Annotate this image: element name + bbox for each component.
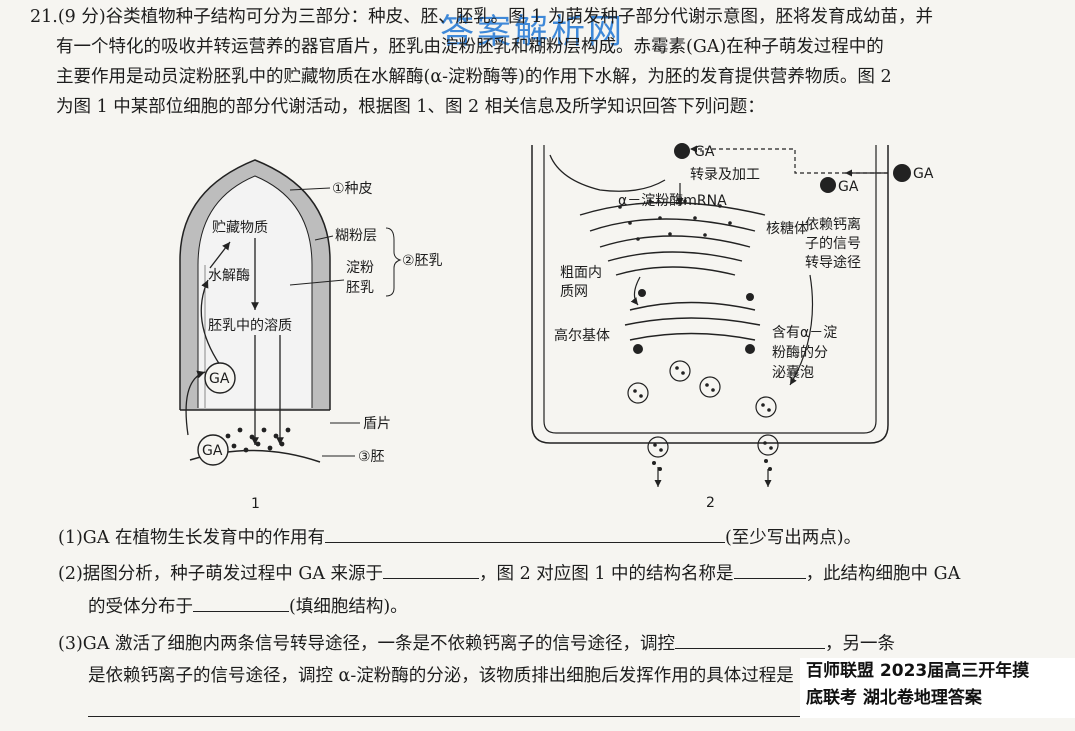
vesicle-label-3: 泌囊泡	[772, 364, 814, 381]
secretory-vesicles	[627, 360, 779, 458]
embryo-dots	[225, 427, 291, 453]
q2-text-a: (2)据图分析，种子萌发过程中 GA 来源于	[58, 564, 384, 584]
q2-text-d: 的受体分布于	[88, 597, 193, 617]
golgi-vesicles	[633, 289, 755, 354]
intro-line-2: 有一个特化的吸收并转运营养的器官盾片，胚乳由淀粉胚乳和糊粉层构成。赤霉素(GA)…	[56, 37, 884, 57]
scutellum-label: 盾片	[363, 416, 391, 432]
cell-outer-membrane	[531, 145, 889, 444]
seed-coat-label: ①种皮	[332, 181, 373, 197]
cell-inner-membrane	[543, 145, 877, 434]
leader-aleurone	[314, 235, 334, 241]
signal-path-top	[690, 145, 888, 174]
ca-pathway-label-3: 转导途径	[805, 254, 861, 271]
figure-1-number: 1	[251, 496, 260, 512]
q2-text-b: ，图 2 对应图 1 中的结构名称是	[479, 564, 734, 584]
arrow-ga-to-hydrolase	[200, 279, 221, 366]
starchy-endosperm-label-2: 胚乳	[346, 280, 374, 296]
ga-top-label: GA	[694, 144, 715, 160]
ga-dot-right	[893, 164, 911, 182]
mrna-label: α－淀粉酶mRNA	[618, 193, 727, 209]
golgi-apparatus	[624, 301, 761, 341]
ca-pathway-label-1: 依赖钙离	[805, 216, 861, 233]
endosperm-group-label: ②胚乳	[402, 253, 443, 269]
ribosome-label: 核糖体	[766, 221, 808, 237]
ga-mid-label: GA	[838, 179, 859, 195]
q3-text-b: ，另一条	[824, 634, 895, 654]
figure-2-number: 2	[706, 495, 715, 511]
ga-circle-lower	[197, 434, 229, 466]
leader-seed-coat	[289, 187, 331, 191]
q3-text-a: (3)GA 激活了细胞内两条信号转导途径，一条是不依赖钙离子的信号途径，调控	[58, 634, 675, 654]
solutes-label: 胚乳中的溶质	[208, 318, 292, 334]
stamp-line-2: 底联考 湖北卷地理答案	[806, 688, 982, 708]
q2-text-c: ，此结构细胞中 GA	[805, 564, 961, 584]
vesicle-label-1: 含有α－淀	[772, 325, 837, 341]
intro-line-3: 主要作用是动员淀粉胚乳中的贮藏物质在水解酶(α-淀粉酶等)的作用下水解，为胚的发…	[56, 67, 892, 87]
vesicle-label-2: 粉酶的分	[772, 345, 828, 361]
ga-right-label: GA	[913, 166, 934, 182]
watermark-text: 答案解析网	[440, 12, 625, 52]
q2-ga-source-blank[interactable]	[383, 558, 480, 579]
intro-line-1: 21.(9 分)谷类植物种子结构可分为三部分：种皮、胚、胚乳。图 1 为萌发种子…	[30, 7, 933, 27]
q2-structure-blank[interactable]	[733, 558, 806, 579]
figure-1-seed-diagram: GA GA 贮藏物质 水解酶 胚乳中的溶质 ①种皮 糊粉层 淀粉 胚乳 ②胚乳 …	[179, 159, 443, 512]
rough-er-label-1: 粗面内	[560, 265, 602, 281]
q3-process-blank[interactable]	[88, 696, 1033, 717]
question-2-line-2: 的受体分布于 (填细胞结构)。	[88, 591, 408, 622]
question-1: (1)GA 在植物生长发育中的作用有 (至少写出两点)。	[58, 522, 861, 553]
ca-pathway-arrow	[789, 274, 814, 386]
rough-er	[579, 201, 766, 276]
ga-label-upper: GA	[209, 371, 230, 387]
ga-circle-upper	[204, 362, 236, 394]
hydrolase-label: 水解酶	[208, 268, 250, 284]
question-3-line-2: 是依赖钙离子的信号途径，调控 α-淀粉酶的分泌，该物质排出细胞后发挥作用的具体过…	[88, 661, 794, 691]
vesicle-contents	[633, 366, 773, 471]
ribosome-dots	[618, 199, 732, 241]
q1-text: (1)GA 在植物生长发育中的作用有	[58, 528, 325, 548]
arrow-hydrolase-to-storage	[209, 241, 231, 269]
endosperm-bracket	[385, 227, 402, 297]
embryo-label: ③胚	[358, 449, 385, 465]
starchy-endosperm-label-1: 淀粉	[346, 260, 374, 276]
storage-label: 贮藏物质	[212, 220, 268, 236]
rough-er-label-2: 质网	[560, 284, 588, 300]
q1-hint: (至少写出两点)。	[724, 528, 862, 548]
question-2: (2)据图分析，种子萌发过程中 GA 来源于 ，图 2 对应图 1 中的结构名称是…	[58, 558, 960, 589]
q3-regulate-blank[interactable]	[674, 628, 825, 649]
arrow-embryo-ga-up	[185, 370, 206, 436]
source-stamp: 百师联盟 2023届高三开年摸 底联考 湖北卷地理答案	[800, 658, 1075, 718]
golgi-label: 高尔基体	[554, 327, 610, 344]
intro-line-4: 为图 1 中某部位细胞的部分代谢活动，根据图 1、图 2 相关信息及所学知识回答…	[56, 97, 765, 117]
q2-text-e: (填细胞结构)。	[289, 597, 408, 617]
figure-2-cell-diagram: GA GA GA 转录及加工 α－淀粉酶mRNA 核糖体 依赖钙离 子的信号 转…	[531, 143, 934, 511]
q2-receptor-blank[interactable]	[193, 591, 289, 612]
nucleus-envelope	[549, 154, 666, 192]
question-3: (3)GA 激活了细胞内两条信号转导途径，一条是不依赖钙离子的信号途径，调控 ，另…	[58, 628, 895, 659]
transcription-label: 转录及加工	[690, 167, 760, 183]
q3-text-c: 是依赖钙离子的信号途径，调控 α-淀粉酶的分泌，该物质排出细胞后发挥作用的具体过…	[88, 666, 794, 686]
ga-label-lower: GA	[202, 443, 223, 459]
ca-pathway-label-2: 子的信号	[805, 236, 861, 252]
q1-answer-blank[interactable]	[324, 522, 725, 543]
ga-dot-mid	[820, 177, 836, 193]
leader-starchy	[289, 279, 345, 286]
intro-paragraph: 21.(9 分)谷类植物种子结构可分为三部分：种皮、胚、胚乳。图 1 为萌发种子…	[30, 2, 1060, 122]
ga-dot-top	[674, 143, 690, 159]
er-to-golgi-arrow	[630, 276, 641, 306]
stamp-line-1: 百师联盟 2023届高三开年摸	[806, 661, 1030, 681]
aleurone-label: 糊粉层	[335, 228, 377, 244]
